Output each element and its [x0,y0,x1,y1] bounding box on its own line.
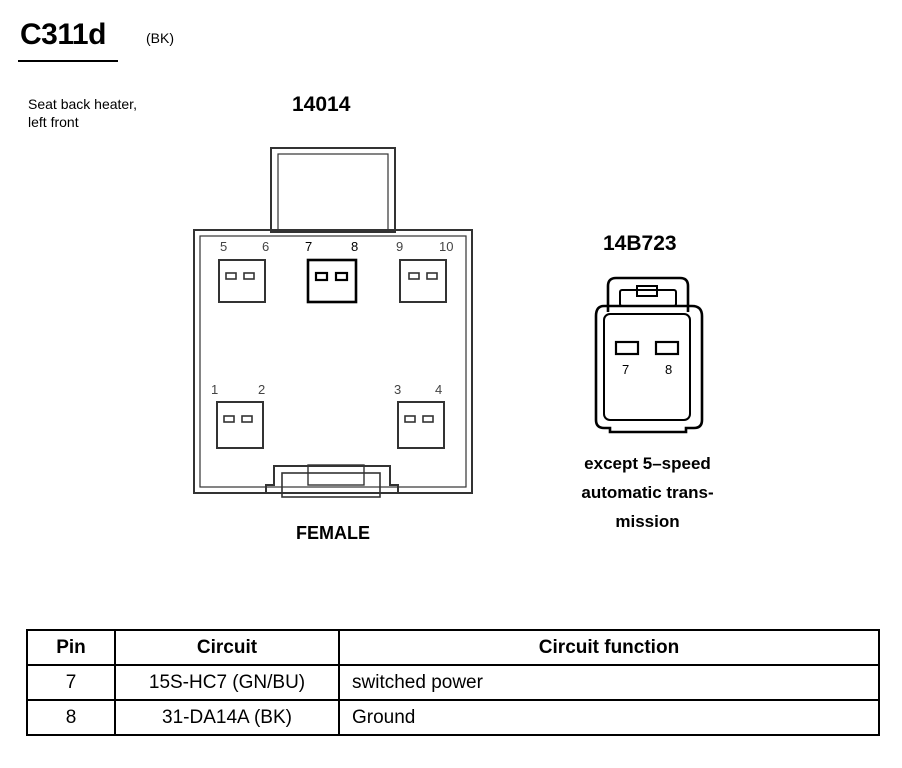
cavity-number: 2 [258,382,265,397]
pin-table-header-row: Pin Circuit Circuit function [26,629,880,666]
cavity-number: 7 [305,239,312,254]
cavity-number: 10 [439,239,453,254]
terminal-8 [334,271,349,282]
female-bottom-key [281,472,381,498]
mating-cavity-number: 8 [665,362,672,377]
cavity-9-10 [399,259,447,303]
description-line-2: left front [28,114,79,130]
cavity-number: 3 [394,382,401,397]
female-connector-diagram: 5 6 7 8 9 10 1 2 3 4 [193,147,473,498]
title-underline [18,60,118,62]
connector-color-code: (BK) [146,30,174,46]
table-row: 8 31-DA14A (BK) Ground [26,699,880,736]
cavity-number: 1 [211,382,218,397]
connector-description: Seat back heater, left front [28,95,188,131]
function-cell: Ground [338,699,880,736]
circuit-column-header: Circuit [114,629,340,666]
mating-connector-body [594,304,704,434]
mating-note-line-2: automatic trans- [581,483,714,502]
cavity-number: 6 [262,239,269,254]
female-part-number: 14014 [292,93,351,116]
mating-part-number: 14B723 [603,232,677,255]
function-cell: switched power [338,664,880,701]
circuit-cell: 31-DA14A (BK) [114,699,340,736]
mating-note-line-3: mission [615,512,680,531]
connector-id: C311d [20,18,106,51]
female-latch-tab [270,147,396,233]
description-line-1: Seat back heater, [28,96,137,112]
table-row: 7 15S-HC7 (GN/BU) switched power [26,664,880,701]
cavity-5-6 [218,259,266,303]
pin-table: Pin Circuit Circuit function 7 15S-HC7 (… [26,629,880,736]
female-connector-body [193,229,473,494]
cavity-number: 5 [220,239,227,254]
pin-cell: 7 [26,664,116,701]
function-column-header: Circuit function [338,629,880,666]
mating-note-line-1: except 5–speed [584,454,711,473]
cavity-1-2 [216,401,264,449]
pin-cell: 8 [26,699,116,736]
circuit-cell: 15S-HC7 (GN/BU) [114,664,340,701]
cavity-number: 8 [351,239,358,254]
mating-cavity-number: 7 [622,362,629,377]
mating-connector-diagram: 7 8 [594,276,704,434]
female-label: FEMALE [296,523,370,543]
cavity-number: 9 [396,239,403,254]
cavity-7-8 [306,258,358,304]
mating-terminal-8 [654,340,680,356]
cavity-3-4 [397,401,445,449]
cavity-number: 4 [435,382,442,397]
mating-terminal-7 [614,340,640,356]
terminal-7 [314,271,329,282]
mating-connector-note: except 5–speed automatic trans- mission [540,449,755,536]
pin-column-header: Pin [26,629,116,666]
mating-latch [606,276,690,312]
